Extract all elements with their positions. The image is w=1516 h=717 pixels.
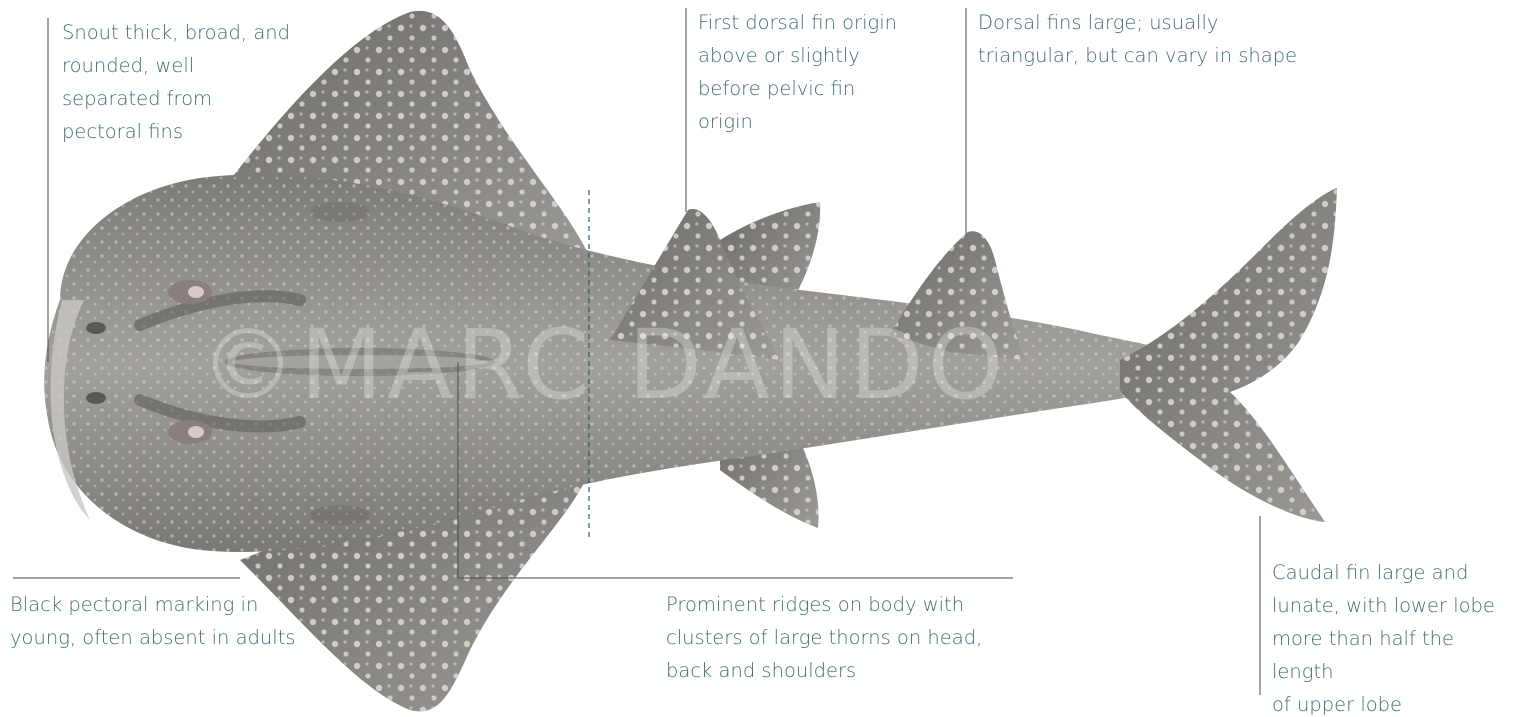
annotation-first-dorsal-origin: First dorsal fin origin above or slightl… (698, 6, 928, 138)
annotation-dorsal-fins: Dorsal fins large; usually triangular, b… (978, 6, 1338, 72)
caudal-fin (1120, 188, 1337, 522)
annotation-snout: Snout thick, broad, and rounded, well se… (62, 16, 322, 148)
annotation-ridges: Prominent ridges on body with clusters o… (666, 588, 1006, 687)
annotation-caudal-fin: Caudal fin large and lunate, with lower … (1272, 556, 1516, 717)
annotation-pectoral-marking: Black pectoral marking in young, often a… (10, 588, 330, 654)
watermark: ©MARC DANDO (200, 309, 1007, 421)
